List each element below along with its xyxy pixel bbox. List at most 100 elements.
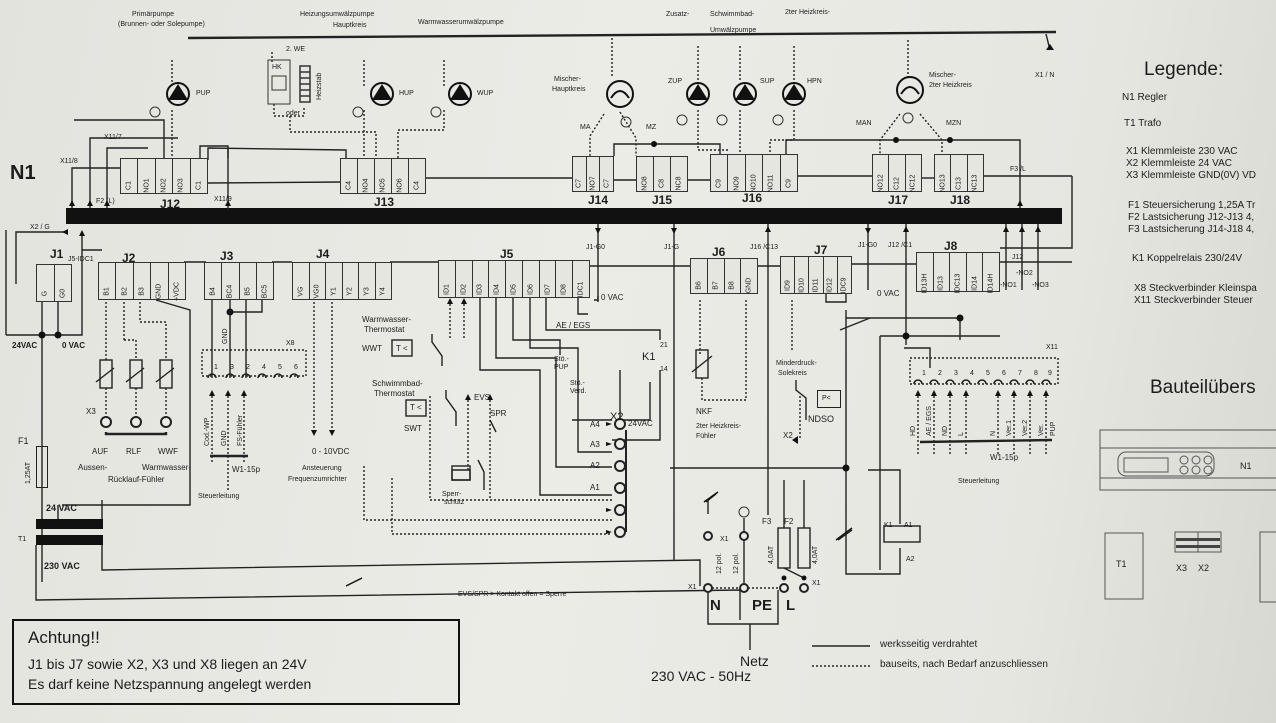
pin-label: ID13 <box>937 276 945 291</box>
pin-label: B3 <box>138 287 146 296</box>
label-24vac-trafo: 24 VAC <box>46 503 77 513</box>
label-man: MAN <box>856 120 872 127</box>
label-0vac: 0 VAC <box>62 341 85 350</box>
legend-item: F1 Steuersicherung 1,25A Tr <box>1128 200 1256 211</box>
label-l: L <box>786 597 796 614</box>
x8-pin: 4 <box>262 364 266 371</box>
label-0vac-j5: 0 VAC <box>601 293 624 302</box>
pin-label: NO8 <box>641 176 649 191</box>
pump-label: ZUP <box>668 78 682 85</box>
label-primaerpumpe: Primärpumpe <box>132 11 175 18</box>
label-n: N <box>710 597 721 614</box>
pin-label: ID5 <box>510 284 518 295</box>
label-ma: MA <box>580 124 591 131</box>
warning-box: Achtung!! J1 bis J7 sowie X2, X3 und X8 … <box>12 619 460 705</box>
warning-line-2: Es darf keine Netzspannung angelegt werd… <box>28 676 312 692</box>
label-t-less-2: T < <box>410 403 422 412</box>
label-st-pup: Stö.- <box>554 356 569 363</box>
x11-signal: ND <box>942 425 949 436</box>
pin-label: G0 <box>59 288 67 299</box>
label-k1: K1 <box>642 351 656 363</box>
pin-label: NO5 <box>379 178 387 193</box>
label-j1g0-b: J1-G0 <box>858 242 878 249</box>
pump-hup-icon <box>370 82 394 106</box>
pin-label: NO11 <box>767 174 775 193</box>
connector-j17-label: J17 <box>888 193 909 207</box>
label-0vac-j7: 0 VAC <box>877 289 900 298</box>
connector-j13: C4 NO4 NO5 NO6 C4 <box>340 158 426 194</box>
x11-signal: N <box>990 430 997 436</box>
label-no2: -NO2 <box>1016 270 1033 277</box>
pin-label: BC4 <box>226 284 234 299</box>
bauteil-n1: N1 <box>1240 461 1252 471</box>
label-netz-voltage: 230 VAC - 50Hz <box>651 668 752 684</box>
label-heizung-sub: Hauptkreis <box>333 22 367 29</box>
pin-label: C4 <box>345 181 353 190</box>
connector-j7-label: J7 <box>814 243 828 257</box>
pin-label: ID14 <box>971 276 979 291</box>
pin-label: B2 <box>121 287 129 296</box>
pin-label: GND <box>155 283 163 300</box>
connector-j16: C9 NO9 NO10 NO11 C9 <box>710 154 798 193</box>
label-j12: J12 <box>1012 254 1024 261</box>
x11-signal: PUP <box>1050 421 1057 436</box>
label-f3: F3 <box>762 517 772 526</box>
pump-hpn-icon <box>782 82 806 106</box>
mixer-main-icon <box>606 80 634 108</box>
connector-j7: ID9 ID10 ID11 ID12 IDC9 <box>780 256 852 294</box>
pin-label: NO7 <box>589 176 597 191</box>
pump-sup-icon <box>733 82 757 106</box>
pin-label: B1 <box>103 287 111 296</box>
label-gnd-x8: GND <box>221 430 228 446</box>
label-12pol-1: 12 pol. <box>716 552 723 574</box>
bauteil-title: Bauteilübers <box>1150 377 1256 398</box>
x11-signal: L <box>958 432 965 436</box>
connector-j12: C1 NO1 NO2 NO3 C1 <box>120 158 208 194</box>
label-frequenzumrichter: Frequenzumrichter <box>288 476 347 483</box>
mixer-main-label: Mischer- <box>554 76 581 83</box>
terminal-circles <box>100 416 809 593</box>
label-st-pup-2: PUP <box>554 364 569 371</box>
connector-j2: B1 B2 B3 GND +VDC <box>98 262 186 301</box>
connector-j13-label: J13 <box>374 195 395 209</box>
label-heizstab: Heizstab <box>316 72 323 100</box>
pin-label: Y2 <box>346 287 354 296</box>
label-aussen: Aussen- <box>78 463 108 472</box>
warning-line-1: J1 bis J7 sowie X2, X3 und X8 liegen an … <box>28 656 307 672</box>
label-solekreis: Solekreis <box>778 370 807 377</box>
label-j12c1: J12 /C1 <box>888 242 913 249</box>
label-mz: MZ <box>646 124 657 131</box>
label-rlf: RLF <box>126 447 142 456</box>
x8-pin: 3 <box>230 364 234 371</box>
label-f2l: F2 (L) <box>96 198 115 205</box>
connector-j8: ID13H ID13 IDC13 ID14 ID14H <box>916 252 1000 293</box>
pin-label: ID2 <box>460 284 468 295</box>
label-netz: Netz <box>740 653 769 669</box>
pin-label: C9 <box>785 179 793 188</box>
x11-signal: Ver. <box>1038 423 1045 436</box>
ground-icons <box>149 106 914 518</box>
line-legend-dotted: bauseits, nach Bedarf anzuschliessen <box>880 659 1048 670</box>
connector-j18-label: J18 <box>950 193 971 207</box>
pin-label: ID6 <box>527 284 535 295</box>
pin-label: BC5 <box>261 284 269 299</box>
label-heizkreis2: 2ter Heizkreis- <box>785 9 831 16</box>
line-legend-solid: werksseitig verdrahtet <box>880 639 978 650</box>
label-warmwasser-pumpe: Warmwasserumwälzpumpe <box>418 19 504 26</box>
label-ww-thermostat-2: Thermostat <box>364 325 405 334</box>
label-a4: A4 <box>590 420 600 429</box>
pin-label: B8 <box>728 281 736 290</box>
label-t1: T1 <box>18 536 27 543</box>
pin-label: NO4 <box>362 178 370 193</box>
label-f1: F1 <box>18 436 29 446</box>
label-minderdruck: Minderdruck- <box>776 360 817 367</box>
pin-label: NC13 <box>971 174 979 193</box>
label-sb-thermostat-2: Thermostat <box>374 389 415 398</box>
label-nkf: NKF <box>696 407 712 416</box>
x8-pin: 2 <box>246 364 250 371</box>
label-fs-fuehler: FS-Fühler <box>237 414 244 446</box>
legend-item: F3 Lastsicherung J14-J18 4, <box>1128 224 1255 235</box>
label-f2: F2 <box>784 517 794 526</box>
label-pe: PE <box>752 597 773 614</box>
